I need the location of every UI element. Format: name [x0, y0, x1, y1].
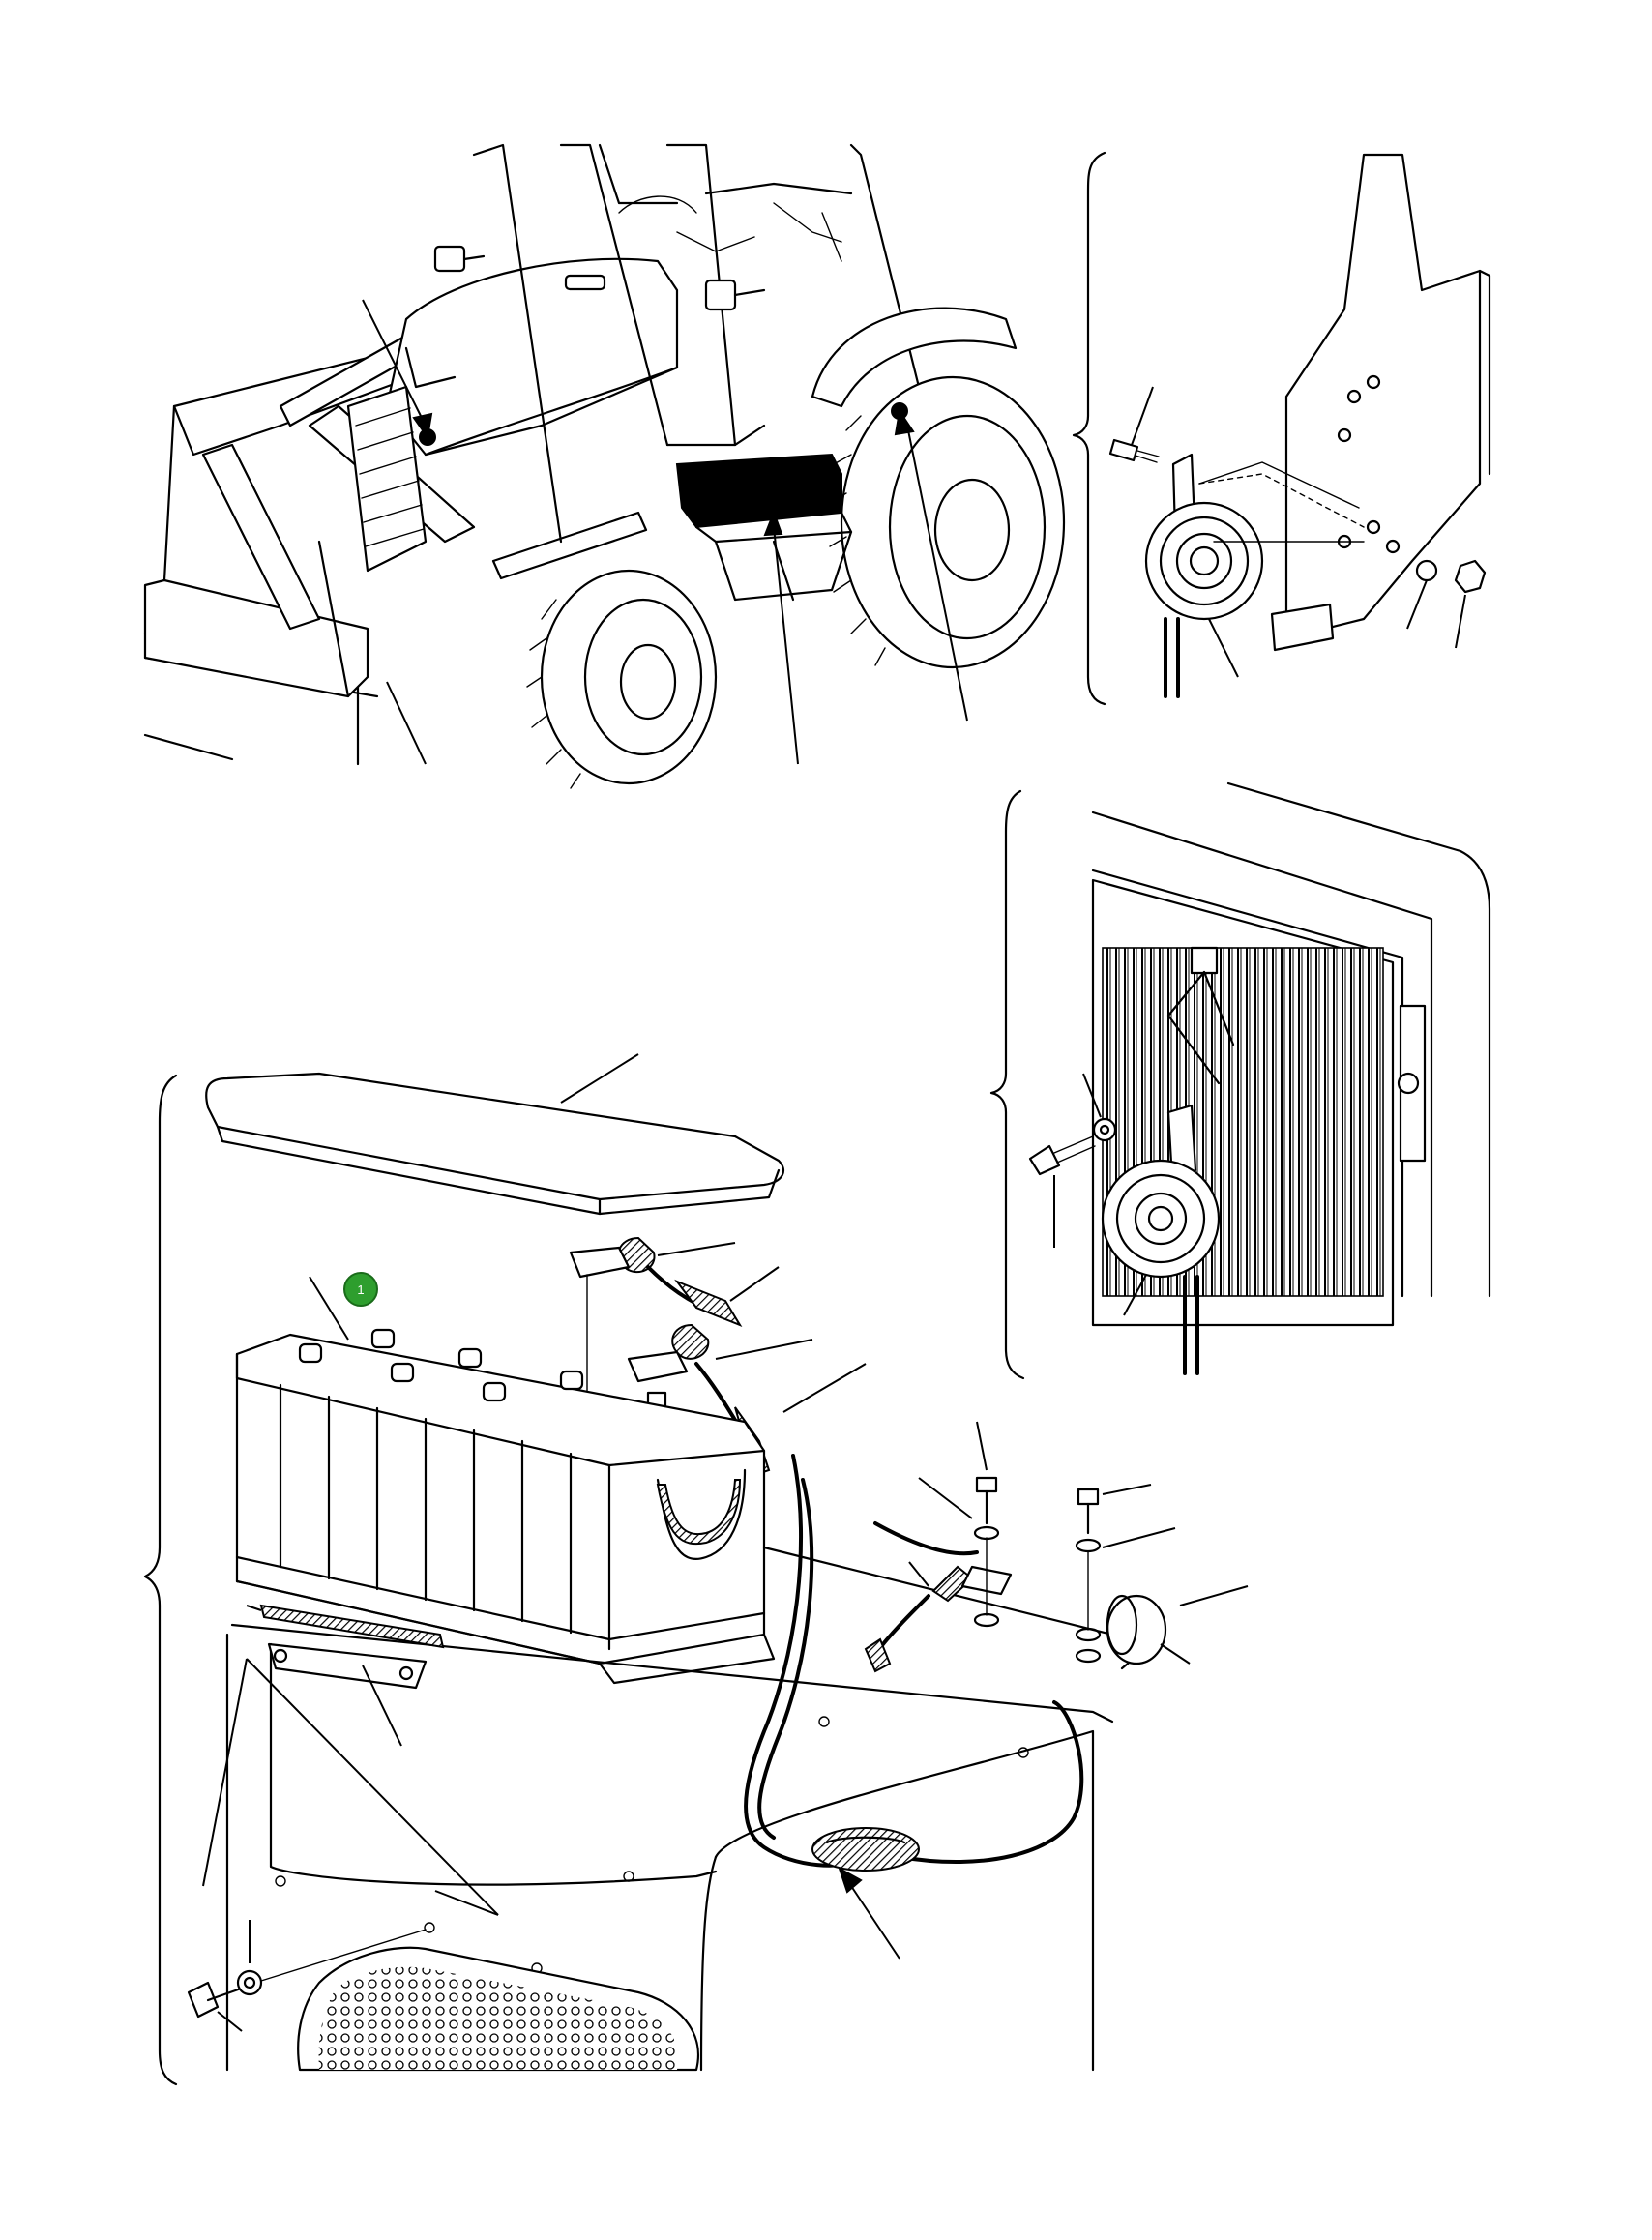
- detail-bracket: [143, 1074, 178, 2086]
- horn-radiator-detail: [989, 781, 1491, 1380]
- detail-bracket: [989, 789, 1025, 1380]
- callout-number: 1: [357, 1282, 364, 1297]
- backhoe-loader-overview: [143, 143, 1066, 789]
- callout-marker-1[interactable]: 1: [343, 1272, 378, 1307]
- battery-lid: [205, 1072, 785, 1201]
- battery-filler-caps: [298, 1328, 584, 1402]
- horn-mount-detail-top: [1072, 151, 1491, 706]
- detail-bracket: [1072, 151, 1106, 706]
- battery-exploded-view: 1: [143, 1053, 1249, 2086]
